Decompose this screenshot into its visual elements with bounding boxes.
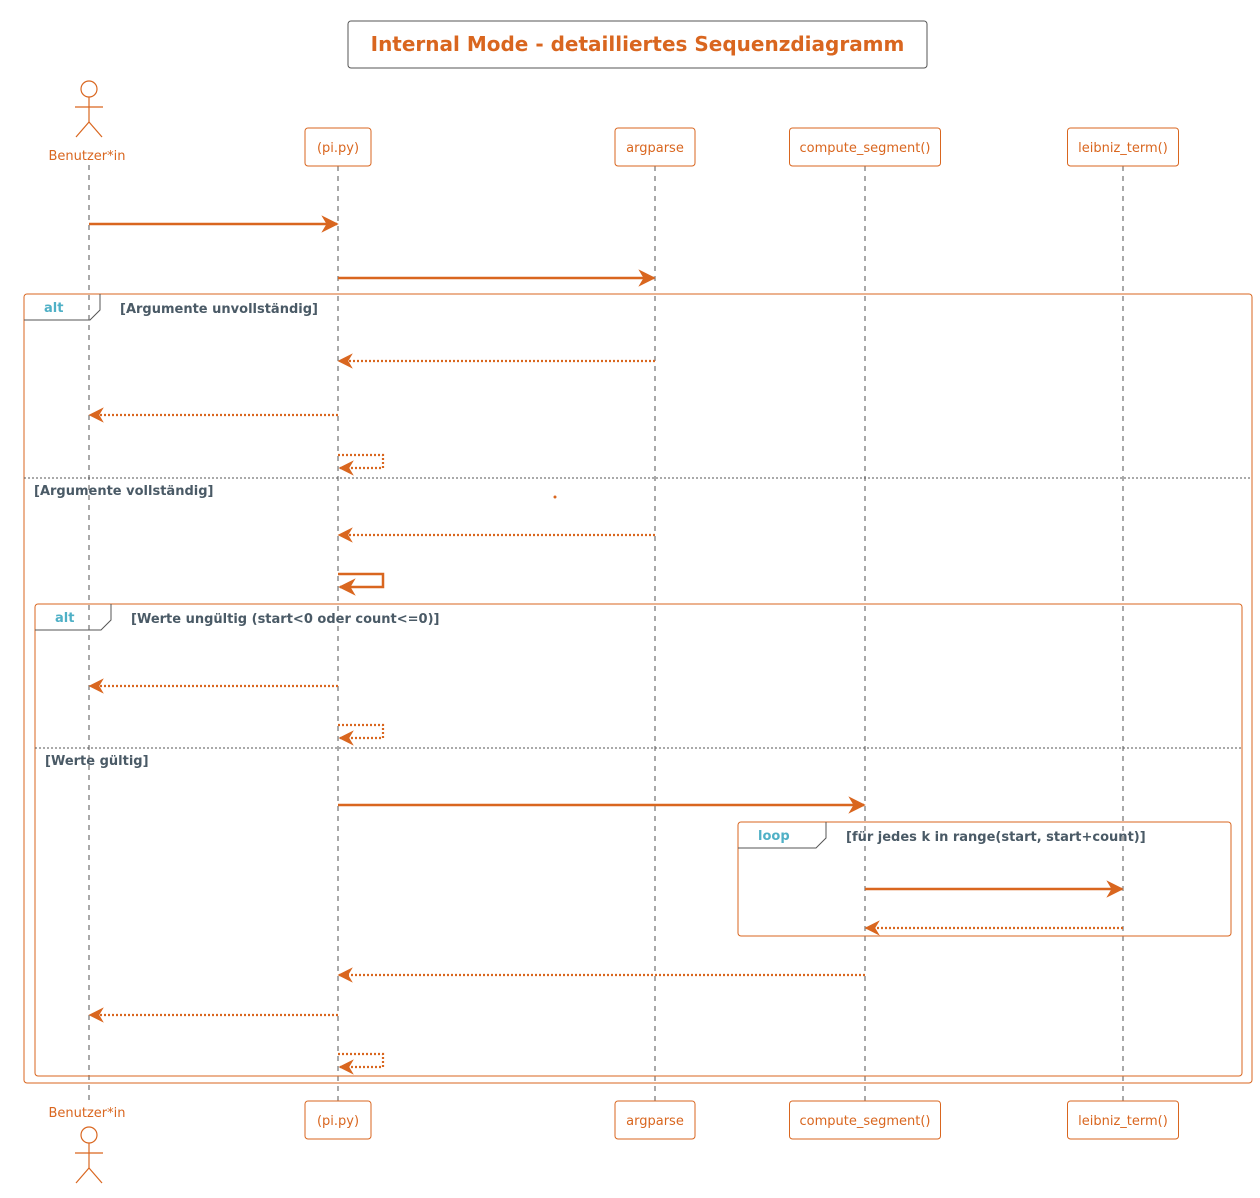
frame-keyword: alt [44, 301, 63, 316]
actor-right-leg-icon [88, 121, 103, 138]
participant-label: (pi.py) [317, 1114, 359, 1129]
lifelines [88, 165, 1124, 1104]
participants: Benutzer*inBenutzer*in(pi.py)(pi.py)argp… [48, 80, 1179, 1184]
combined-fragments: alt [Argumente unvollständig] [Argumente v… [23, 293, 1253, 1084]
participant-box [1067, 127, 1179, 167]
participant-box [789, 1100, 941, 1140]
frame-keyword: alt [55, 611, 74, 626]
participant-box [304, 127, 372, 167]
frame-keyword: loop [758, 829, 790, 844]
frame-tab [738, 822, 827, 849]
frame-else-guard: [Argumente vollständig] [34, 484, 213, 499]
participant-pi-top: (pi.py) [304, 127, 372, 167]
frame-border [23, 293, 1253, 1084]
frame-guard: [für jedes k in range(start, start+count… [846, 830, 1146, 845]
participant-argparse-bottom: argparse [614, 1100, 696, 1140]
participant-label: leibniz_term() [1078, 141, 1168, 156]
actor-bottom: Benutzer*in [48, 1106, 126, 1184]
participant-label: argparse [626, 141, 684, 156]
frame-guard: [Argumente unvollständig] [120, 302, 318, 317]
actor-top: Benutzer*in [48, 80, 126, 164]
actor-label: Benutzer*in [48, 1106, 125, 1121]
frame-guard: [Werte ungültig (start<0 oder count<=0)] [131, 612, 439, 627]
participant-compute-top: compute_segment() [789, 127, 941, 167]
actor-left-leg-icon [75, 1167, 90, 1184]
frame-tab [35, 604, 112, 631]
participant-box [614, 1100, 696, 1140]
frame-border [34, 603, 1243, 1077]
actor-right-leg-icon [88, 1167, 103, 1184]
frame-alt_outer: alt [Argumente unvollständig] [Argumente v… [23, 293, 1253, 1084]
participant-label: (pi.py) [317, 141, 359, 156]
frame-else-guard: [Werte gültig] [45, 754, 149, 769]
participant-label: compute_segment() [799, 1114, 930, 1129]
participant-box [1067, 1100, 1179, 1140]
frame-loop: loop [für jedes k in range(start, start+c… [737, 821, 1232, 937]
diagram-title: Internal Mode - detailliertes Sequenzdia… [347, 20, 928, 69]
participant-leibniz-bottom: leibniz_term() [1067, 1100, 1179, 1140]
frame-alt_inner: alt [Werte ungültig (start<0 oder count<=… [34, 603, 1243, 1077]
self-message-arrow [338, 453, 385, 476]
participant-argparse-top: argparse [614, 127, 696, 167]
participant-label: compute_segment() [799, 141, 930, 156]
participant-box [789, 127, 941, 167]
participant-label: leibniz_term() [1078, 1114, 1168, 1129]
frame-tab [24, 294, 101, 321]
actor-head-icon [80, 80, 98, 98]
self-message-arrow [338, 723, 385, 746]
self-message-arrow [338, 572, 385, 596]
participant-box [304, 1100, 372, 1140]
actor-label: Benutzer*in [48, 149, 125, 164]
participant-pi-bottom: (pi.py) [304, 1100, 372, 1140]
stray-dot [553, 495, 557, 499]
actor-left-leg-icon [75, 121, 90, 138]
participant-label: argparse [626, 1114, 684, 1129]
frame-border [737, 821, 1232, 937]
actor-head-icon [80, 1126, 98, 1144]
title-box [347, 20, 928, 69]
participant-leibniz-top: leibniz_term() [1067, 127, 1179, 167]
messages [88, 215, 1124, 1075]
self-message-arrow [338, 1052, 385, 1075]
participant-compute-bottom: compute_segment() [789, 1100, 941, 1140]
participant-box [614, 127, 696, 167]
title-text: Internal Mode - detailliertes Sequenzdia… [371, 32, 905, 56]
